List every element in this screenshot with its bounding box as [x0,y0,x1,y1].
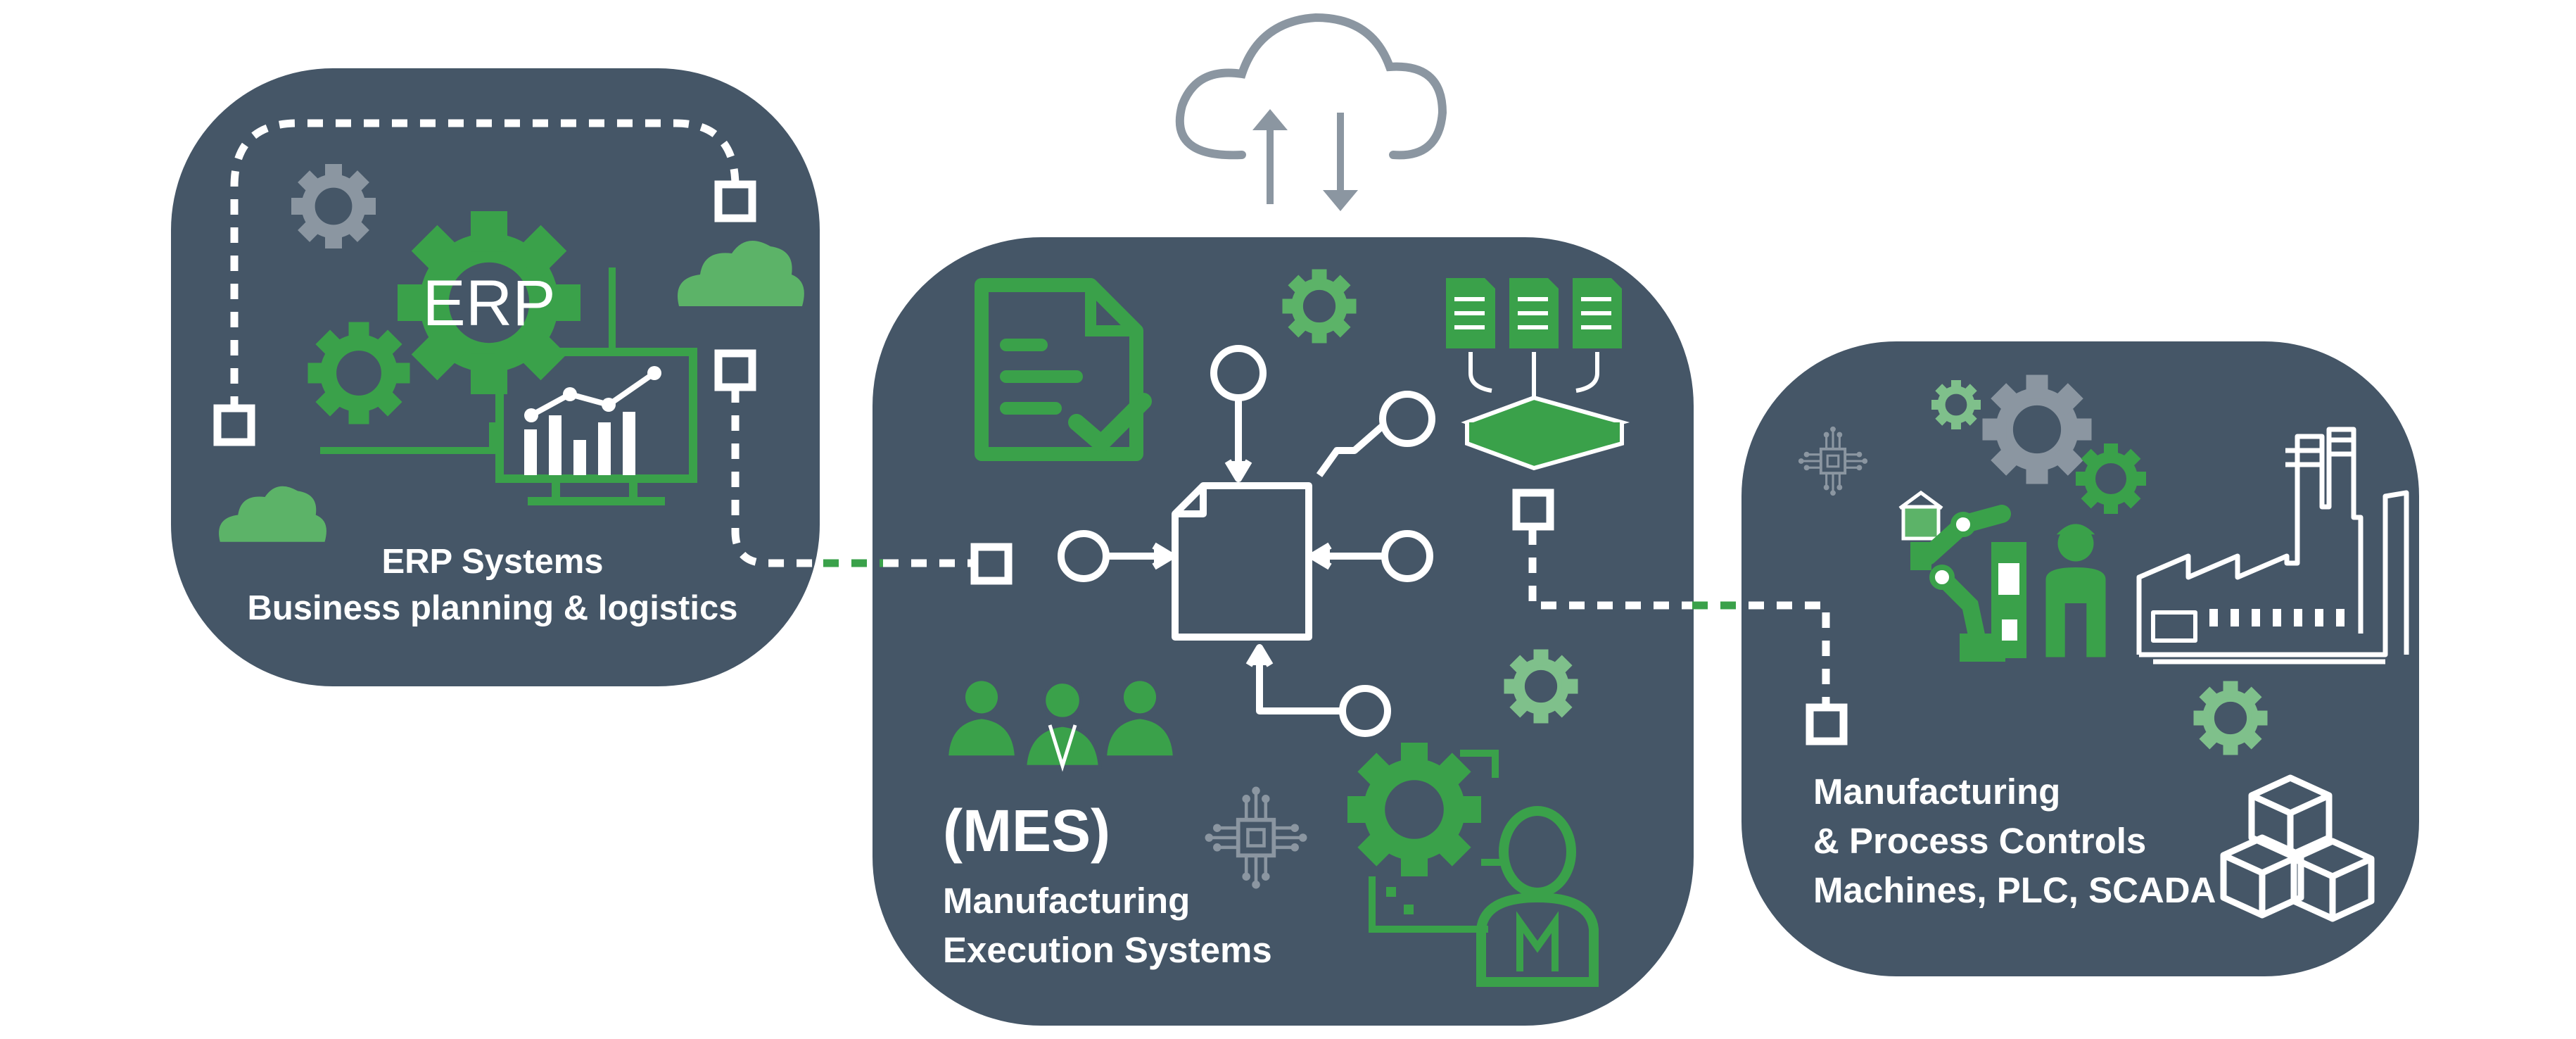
team-icon [948,681,1173,772]
engineer-gear-icon [1347,743,1599,987]
erp-subtitle: Business planning & logistics [247,589,738,627]
document-check-icon [975,278,1152,461]
mpc-title-line3: Machines, PLC, SCADA [1813,870,2216,910]
mes-abbreviation: (MES) [943,798,1110,864]
cloud-sync-icon [1175,13,1447,211]
factory-icon [2136,427,2409,665]
mpc-title-line1: Manufacturing [1813,772,2061,812]
worker-icon [2045,524,2106,657]
connector-lines [230,119,1830,704]
erp-gears-monitor-icon: ERP [308,211,697,505]
documents-tray-icon [1446,278,1630,471]
mes-caption: Manufacturing Execution Systems [943,876,1272,975]
erp-title: ERP Systems [381,543,604,581]
robot-arm-icon [1898,490,2026,662]
mes-title-line1: Manufacturing [943,881,1191,921]
erp-icon-text: ERP [422,267,555,339]
mpc-title-line2: & Process Controls [1813,821,2147,861]
mes-title-line2: Execution Systems [943,930,1272,970]
erp-caption: ERP Systems Business planning & logistic… [176,539,809,631]
mpc-caption: Manufacturing & Process Controls Machine… [1813,767,2216,915]
connector-nodes [213,180,1848,745]
data-hub-icon [1058,345,1435,737]
